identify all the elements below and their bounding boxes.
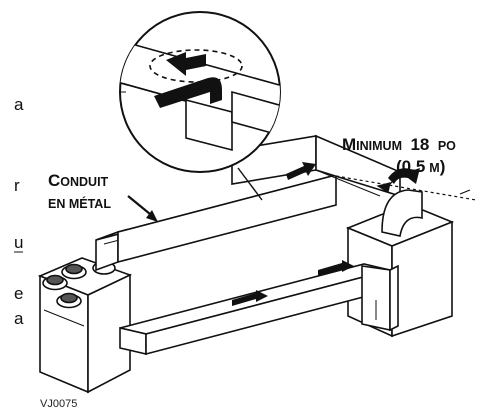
svg-text:e: e [14,284,23,303]
svg-text:a: a [14,95,24,114]
conduit-pointer-arrow [127,195,158,222]
dimension-arrow [335,175,477,201]
duct-port-3 [56,292,82,309]
ventilation-unit [37,257,133,394]
wall-box [345,189,455,338]
svg-text:r: r [14,176,20,195]
duct-port-2 [61,263,87,280]
air-flow-arrow [232,162,420,306]
truncated-margin-text: a r u e a [14,95,24,328]
conduit-label-line2: EN MÉTAL [48,196,111,211]
metal-conduit [95,173,337,272]
minimum-label: MINIMUM 18 PO [342,135,456,154]
figure-code: VJ0075 [40,398,77,410]
unit-side [87,273,131,394]
unit-front [39,274,89,394]
duct-port-1 [42,274,68,291]
conduit-label-line1: CONDUIT [48,171,109,190]
svg-text:u: u [14,233,23,252]
svg-text:a: a [14,309,24,328]
